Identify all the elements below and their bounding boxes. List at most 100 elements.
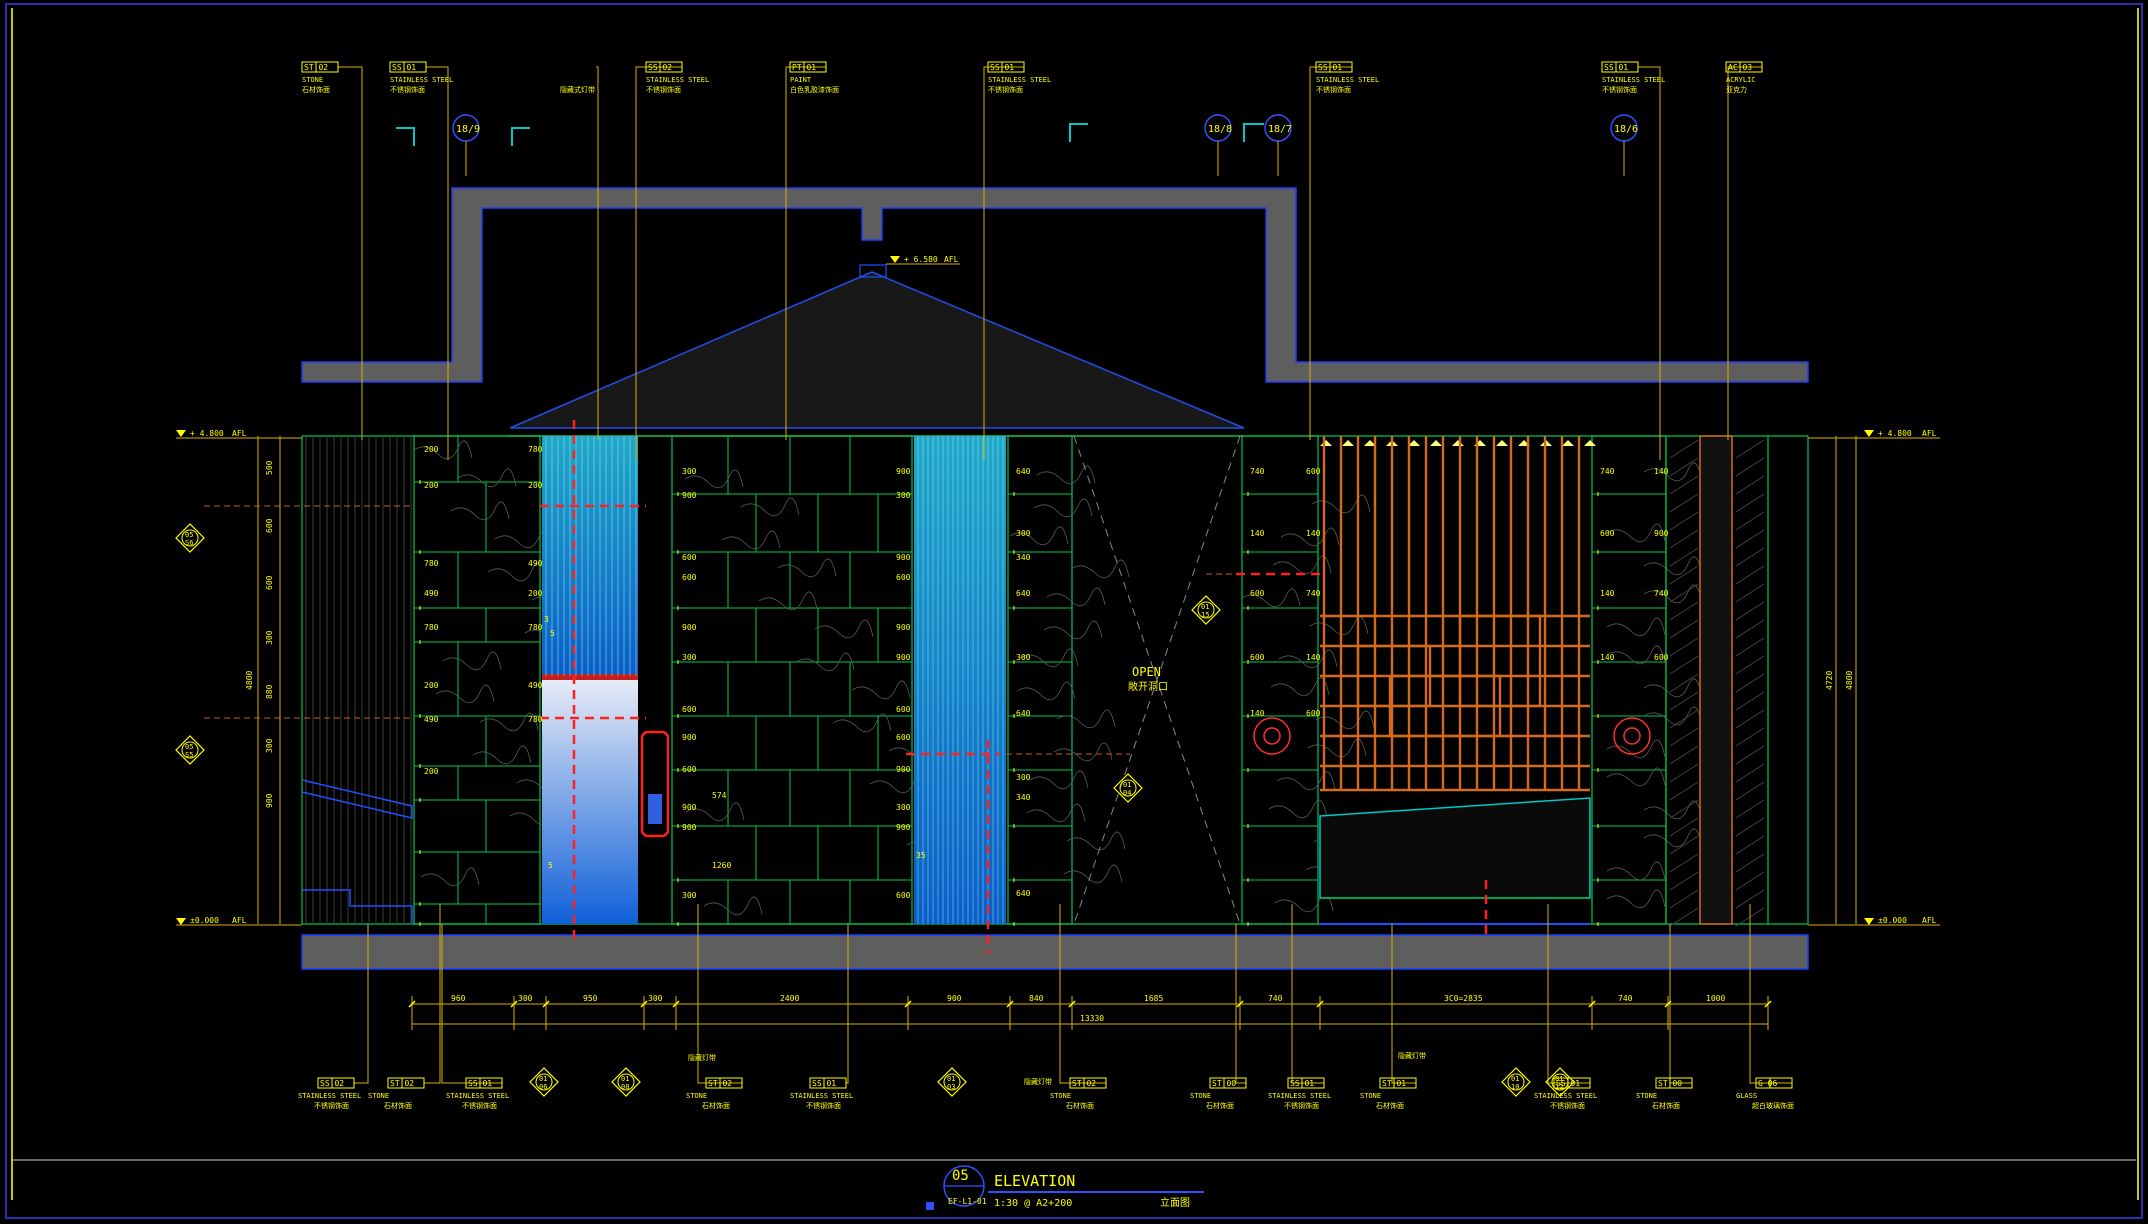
- bottom-tag-code-7: SS 01: [1290, 1079, 1314, 1088]
- panel-dim-0-7: 200: [528, 589, 543, 598]
- section-flags: [396, 123, 1264, 146]
- bottom-tag-code-8: ST 01: [1382, 1079, 1406, 1088]
- panel-dim-1-5: 900: [896, 553, 911, 562]
- top-material-tags: ST 02STONE石材饰面SS 01STAINLESS STEEL不锈钢饰面隐…: [301, 61, 1763, 94]
- panel-dim-0-12: 490: [424, 715, 439, 724]
- level-afl-4: AFL: [1922, 916, 1937, 925]
- bottom-tag-en-6: STONE: [1190, 1092, 1211, 1100]
- level-afl-5: AFL: [944, 255, 959, 264]
- panel-dim-2-3: 640: [1016, 589, 1031, 598]
- bottom-tag-code-1: ST 02: [390, 1079, 414, 1088]
- panel-dim-0-13: 780: [528, 715, 543, 724]
- bottom-tag-cn-2: 不锈钢饰面: [462, 1101, 497, 1110]
- bottom-dim-6: 840: [1029, 994, 1044, 1003]
- panel-dim-1-4: 600: [682, 553, 697, 562]
- panel-dim-1-12: 600: [682, 705, 697, 714]
- drawing-title-cn: 立面图: [1160, 1196, 1190, 1209]
- panel-dim-0-14: 200: [424, 767, 439, 776]
- left-vdim-0: 500: [265, 460, 274, 475]
- open-label: OPEN: [1132, 665, 1161, 679]
- left-vdim-6: 900: [265, 793, 274, 808]
- bottom-dim-8: 740: [1268, 994, 1283, 1003]
- bottom-dim-0: 960: [451, 994, 466, 1003]
- section-cut-lines: [540, 420, 1488, 954]
- bubble-bottom-1: S5: [185, 751, 193, 759]
- top-tag-cn-3: 不锈钢饰面: [646, 85, 681, 94]
- panel-dim-2-1: 300: [1016, 529, 1031, 538]
- floor-slab: [301, 934, 1809, 970]
- bottom-tag-code-2: SS 01: [468, 1079, 492, 1088]
- panel-dim-1-8: 900: [682, 623, 697, 632]
- water-feature-center: [914, 436, 1006, 924]
- top-tag-en-4: PAINT: [790, 76, 812, 84]
- bottom-tag-code-10: ST 00: [1658, 1079, 1682, 1088]
- drawing-ref-code: EF-L1-01: [948, 1197, 987, 1206]
- panel-dim-3-0: 740: [1250, 467, 1265, 476]
- small-mark-3: 35: [916, 851, 926, 860]
- panel-dim-1-17: 900: [896, 765, 911, 774]
- bottom-tag-en-10: STONE: [1636, 1092, 1657, 1100]
- bottom-tag-en-0: STAINLESS STEEL: [298, 1092, 361, 1100]
- bottom-tag-en-2: STAINLESS STEEL: [446, 1092, 509, 1100]
- left-vdim-4: 880: [265, 684, 274, 699]
- panel-dim-4-4: 140: [1600, 589, 1615, 598]
- stair-rail: [301, 779, 413, 819]
- panel-dim-2-4: 300: [1016, 653, 1031, 662]
- left-vdim-3: 300: [265, 630, 274, 645]
- top-tag-code-8: AC 03: [1728, 63, 1752, 72]
- panel-dim-0-3: 200: [528, 481, 543, 490]
- drawing-title: ELEVATION: [994, 1172, 1075, 1190]
- panel-dim-1-21: 900: [896, 823, 911, 832]
- bubble-top-5: 01: [621, 1075, 629, 1083]
- bubble-bottom-2: 15: [1201, 611, 1209, 619]
- bubble-bottom-8: 12: [1555, 1083, 1563, 1091]
- panel-dim-0-5: 490: [528, 559, 543, 568]
- total-dim: 13330: [1080, 1014, 1104, 1023]
- level-markers: + 4.800 AFL ±0.000 AFL + 4.800 AFL ±0.00…: [176, 255, 1940, 926]
- left-wall-hatch: [305, 436, 412, 924]
- top-tag-cn-1: 不锈钢饰面: [390, 85, 425, 94]
- panel-dim-2-2: 340: [1016, 553, 1031, 562]
- bottom-tag-code-0: SS 02: [320, 1079, 344, 1088]
- bottom-tag-en-4: STAINLESS STEEL: [790, 1092, 853, 1100]
- bubble-top-7: 01: [1511, 1075, 1519, 1083]
- panel-dim-1-0: 300: [682, 467, 697, 476]
- panel-dim-1-9: 900: [896, 623, 911, 632]
- level-floor-left: ±0.000: [190, 916, 219, 925]
- top-tag-en-1: STAINLESS STEEL: [390, 76, 453, 84]
- bubble-bottom-7: 10: [1511, 1083, 1519, 1091]
- panel-dim-1-11: 900: [896, 653, 911, 662]
- bottom-dim-1: 300: [518, 994, 533, 1003]
- bottom-tag-cn-10: 石材饰面: [1652, 1101, 1680, 1110]
- bottom-dim-11: 1000: [1706, 994, 1725, 1003]
- top-tag-cn-0: 石材饰面: [302, 85, 330, 94]
- section-marker-label-3: 18/6: [1614, 124, 1638, 135]
- level-ceiling-right: + 4.800: [1878, 429, 1912, 438]
- panel-dim-1-10: 300: [682, 653, 697, 662]
- bubble-top-6: 01: [947, 1075, 955, 1083]
- section-marker-label-2: 18/7: [1268, 124, 1292, 135]
- top-tag-en-7: STAINLESS STEEL: [1602, 76, 1665, 84]
- level-afl-2: AFL: [232, 916, 247, 925]
- panel-dim-0-6: 490: [424, 589, 439, 598]
- water-feature-left-lower: [542, 678, 638, 924]
- bottom-tag-cn-9: 不锈钢饰面: [1550, 1101, 1585, 1110]
- top-tag-cn-4: 白色乳胶漆饰面: [790, 85, 839, 94]
- panel-dim-4-1: 140: [1654, 467, 1669, 476]
- bottom-tag-en-7: STAINLESS STEEL: [1268, 1092, 1331, 1100]
- panel-dim-1-19: 300: [896, 803, 911, 812]
- panel-dim-1-14: 900: [682, 733, 697, 742]
- bottom-tag-code-3: ST 02: [708, 1079, 732, 1088]
- panel-dim-3-6: 600: [1250, 653, 1265, 662]
- panel-dim-0-10: 200: [424, 681, 439, 690]
- panel-dim-1-2: 900: [682, 491, 697, 500]
- level-roof: + 6.580: [904, 255, 938, 264]
- bottom-tag-en-9: STAINLESS STEEL: [1534, 1092, 1597, 1100]
- top-tag-en-3: STAINLESS STEEL: [646, 76, 709, 84]
- timber-screen: [1253, 436, 1651, 925]
- panel-dim-2-7: 340: [1016, 793, 1031, 802]
- panel-dim-1-23: 600: [896, 891, 911, 900]
- panel-dim-4-6: 140: [1600, 653, 1615, 662]
